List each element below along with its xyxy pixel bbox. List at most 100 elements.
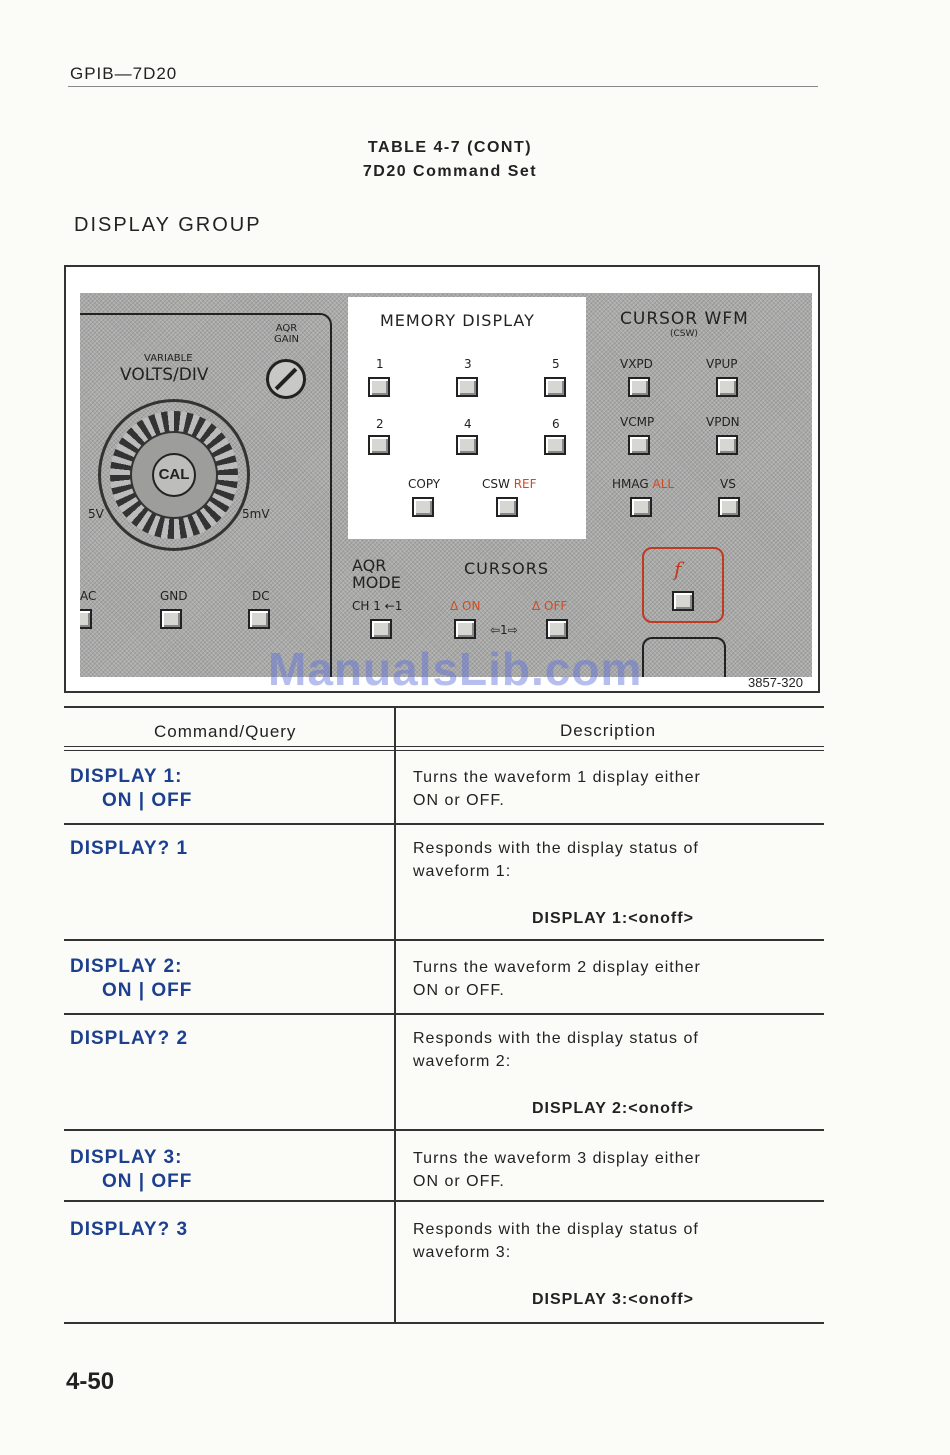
vxpd-button: [628, 377, 650, 397]
mem-4-button: [456, 435, 478, 455]
vs-button: [718, 497, 740, 517]
command-row-5-args: ON | OFF: [102, 1171, 193, 1192]
hold-box: [642, 637, 726, 677]
memory-display-label: MEMORY DISPLAY: [380, 311, 535, 330]
copy-label: COPY: [408, 477, 441, 491]
ref-label: REF: [513, 477, 537, 491]
description-row-2-line-2: waveform 1:: [413, 863, 512, 880]
gnd-button: [160, 609, 182, 629]
function-box: f: [642, 547, 724, 623]
range-low-label: 5V: [88, 507, 104, 521]
description-row-4-line-2: waveform 2:: [413, 1053, 512, 1070]
delta-on-button: [454, 619, 476, 639]
description-row-5-line-2: ON or OFF.: [413, 1173, 505, 1190]
coupling-dc-label: DC: [252, 589, 270, 603]
mem-2-button: [368, 435, 390, 455]
description-row-3: Turns the waveform 2 display either ON o…: [413, 956, 701, 1002]
all-label: ALL: [652, 477, 675, 491]
vxpd-label: VXPD: [620, 357, 653, 371]
description-row-4-line-1: Responds with the display status of: [413, 1030, 699, 1047]
mem-5-label: 5: [552, 357, 560, 371]
watermark: ManualsLib.com: [268, 643, 643, 695]
memory-display-box: MEMORY DISPLAY 1 3 5 2 4 6 COPY CSW REF: [348, 297, 586, 539]
description-row-1-line-1: Turns the waveform 1 display either: [413, 769, 701, 786]
volts-div-knob-track: [98, 399, 250, 551]
hmag-label: HMAG: [612, 477, 649, 491]
mem-1-label: 1: [376, 357, 384, 371]
description-row-5: Turns the waveform 3 display either ON o…: [413, 1147, 701, 1193]
row-1-rule: [64, 823, 824, 825]
mem-6-label: 6: [552, 417, 560, 431]
command-row-3: DISPLAY 2:: [70, 956, 183, 977]
running-header: GPIB—7D20: [70, 64, 178, 83]
vpdn-label: VPDN: [706, 415, 740, 429]
description-row-6: Responds with the display status of wave…: [413, 1218, 699, 1264]
mem-1-button: [368, 377, 390, 397]
range-high-label: 5mV: [242, 507, 270, 521]
delta-on-label: Δ ON: [450, 599, 481, 613]
row-2-rule: [64, 939, 824, 941]
header-rule-2: [64, 750, 824, 751]
function-label: f: [674, 557, 682, 581]
command-row-4: DISPLAY? 2: [70, 1028, 189, 1049]
csw-paren-label: (CSW): [670, 329, 698, 339]
response-row-6: DISPLAY 3:<onoff>: [532, 1291, 694, 1308]
vs-label: VS: [720, 477, 736, 491]
row-4-rule: [64, 1129, 824, 1131]
delta-off-label: Δ OFF: [532, 599, 568, 613]
csw-label: CSW: [482, 477, 510, 491]
description-row-3-line-1: Turns the waveform 2 display either: [413, 959, 701, 976]
description-row-5-line-1: Turns the waveform 3 display either: [413, 1150, 701, 1167]
table-top-rule: [64, 706, 824, 708]
description-row-3-line-2: ON or OFF.: [413, 982, 505, 999]
ac-button: [80, 609, 92, 629]
description-row-6-line-2: waveform 3:: [413, 1244, 512, 1261]
description-row-2: Responds with the display status of wave…: [413, 837, 699, 883]
cal-knob: CAL: [152, 453, 196, 497]
csw-ref-label: CSW REF: [482, 477, 537, 491]
vpup-label: VPUP: [706, 357, 738, 371]
cursor-arrow-label: ⇦1⇨: [490, 623, 518, 637]
command-row-3-args: ON | OFF: [102, 980, 193, 1001]
csw-ref-button: [496, 497, 518, 517]
description-row-1-line-2: ON or OFF.: [413, 792, 505, 809]
dc-button: [248, 609, 270, 629]
vpup-button: [716, 377, 738, 397]
mem-2-label: 2: [376, 417, 384, 431]
coupling-gnd-label: GND: [160, 589, 188, 603]
mem-4-label: 4: [464, 417, 472, 431]
volts-div-label: VOLTS/DIV: [120, 365, 209, 385]
vcmp-button: [628, 435, 650, 455]
description-header: Description: [560, 721, 657, 740]
command-header: Command/Query: [154, 722, 297, 741]
mem-5-button: [544, 377, 566, 397]
vcmp-label: VCMP: [620, 415, 655, 429]
function-button: [672, 591, 694, 611]
table-bottom-rule: [64, 1322, 824, 1324]
variable-label: VARIABLE: [144, 353, 193, 364]
command-row-5: DISPLAY 3:: [70, 1147, 183, 1168]
aqr-mode-button: [370, 619, 392, 639]
section-heading: DISPLAY GROUP: [74, 214, 262, 236]
mem-3-label: 3: [464, 357, 472, 371]
mem-6-button: [544, 435, 566, 455]
figure-id: 3857-320: [748, 675, 803, 690]
vertical-section-bracket: [80, 313, 332, 677]
coupling-ac-label: AC: [80, 589, 97, 603]
front-panel-photo: AQR GAIN VARIABLE VOLTS/DIV CAL 5V 5mV A…: [80, 293, 812, 677]
vpdn-button: [716, 435, 738, 455]
table-title-line-1: TABLE 4-7 (CONT): [367, 139, 533, 156]
page-number: 4-50: [66, 1368, 115, 1395]
table-title-line-2: 7D20 Command Set: [362, 163, 538, 180]
command-row-6: DISPLAY? 3: [70, 1219, 189, 1240]
command-row-2: DISPLAY? 1: [70, 838, 189, 859]
row-5-rule: [64, 1200, 824, 1202]
description-row-6-line-1: Responds with the display status of: [413, 1221, 699, 1238]
column-divider: [394, 706, 396, 1324]
table-title: TABLE 4-7 (CONT) 7D20 Command Set: [0, 136, 900, 184]
response-row-2: DISPLAY 1:<onoff>: [532, 910, 694, 927]
delta-off-button: [546, 619, 568, 639]
mem-3-button: [456, 377, 478, 397]
row-3-rule: [64, 1013, 824, 1015]
command-row-1-args: ON | OFF: [102, 790, 193, 811]
